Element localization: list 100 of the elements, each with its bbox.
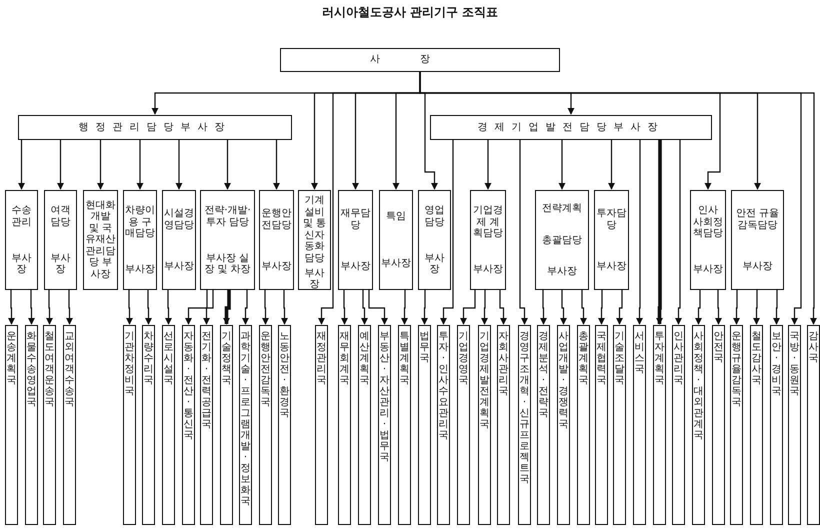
division-name: 기계설비 및 통신자동화 담당 bbox=[302, 195, 328, 264]
department-box bbox=[807, 325, 820, 525]
department-name: 사업개발·경쟁력국 bbox=[558, 331, 568, 430]
department-box bbox=[200, 325, 213, 525]
division-name: 시설경영담당 bbox=[164, 208, 194, 231]
department-name: 과학기술·프로그램개발·정보화국 bbox=[240, 331, 250, 507]
connector-arrow bbox=[656, 140, 663, 325]
chart-title: 러시아철도공사 관리기구 조직표 bbox=[320, 4, 500, 21]
connector-arrow bbox=[773, 290, 780, 325]
department-box bbox=[457, 325, 470, 525]
department-box bbox=[788, 325, 801, 525]
division-name: 투자담당 bbox=[596, 208, 627, 231]
division-box bbox=[5, 190, 38, 290]
connector-arrow bbox=[8, 290, 15, 325]
connector-arrow bbox=[185, 290, 208, 325]
position-title: 부사장 실장 및 차장 bbox=[203, 252, 252, 275]
connector-arrow bbox=[560, 290, 567, 325]
department-box bbox=[63, 325, 76, 525]
department-name: 투자계획국 bbox=[654, 331, 664, 386]
box-title: 경제기업발전담당부사장 bbox=[478, 122, 664, 134]
department-box bbox=[358, 325, 371, 525]
division-name: 수송관리 bbox=[10, 205, 32, 228]
department-box bbox=[537, 325, 550, 525]
division-box bbox=[379, 190, 413, 290]
department-name: 투자·인사수요관리국 bbox=[438, 331, 448, 441]
division-name: 안전 규율감독담당 bbox=[734, 208, 780, 231]
box-title: 사장 bbox=[370, 54, 470, 66]
department-name: 법무국 bbox=[420, 331, 430, 364]
department-name: 안전국 bbox=[714, 331, 724, 364]
division-name: 여객담당 bbox=[50, 205, 72, 228]
department-box bbox=[712, 325, 725, 525]
connector-arrow bbox=[733, 290, 740, 325]
department-name: 인사관리국 bbox=[674, 331, 684, 386]
connector-arrow bbox=[440, 140, 454, 325]
connector-arrow bbox=[341, 290, 348, 325]
department-box bbox=[220, 325, 233, 525]
department-box bbox=[633, 325, 646, 525]
department-box bbox=[518, 325, 531, 525]
department-name: 운행안전감독국 bbox=[260, 331, 270, 408]
connector-arrow bbox=[695, 290, 702, 325]
department-name: 노동안전·환경국 bbox=[280, 331, 290, 419]
position-title: 부사장 bbox=[340, 261, 370, 272]
department-box bbox=[418, 325, 431, 525]
connector-arrow bbox=[753, 290, 760, 325]
department-name: 보안·경비국 bbox=[772, 331, 782, 397]
connector-arrow bbox=[262, 290, 269, 325]
connector-arrow bbox=[460, 290, 476, 325]
division-box bbox=[338, 190, 373, 290]
division-name: 운행안전담당 bbox=[261, 208, 292, 231]
division-box bbox=[690, 190, 726, 290]
position-title: 부사장 bbox=[424, 252, 446, 275]
department-box bbox=[315, 325, 328, 525]
department-name: 감사국 bbox=[808, 331, 818, 364]
connector-arrow bbox=[18, 140, 25, 190]
department-box bbox=[378, 325, 391, 525]
department-box bbox=[672, 325, 685, 525]
department-box bbox=[338, 325, 351, 525]
division-box bbox=[162, 190, 196, 290]
connector-arrow bbox=[136, 140, 144, 190]
department-box bbox=[5, 325, 18, 525]
connector-arrow bbox=[540, 290, 547, 325]
department-name: 예산계획국 bbox=[360, 331, 370, 386]
department-box bbox=[613, 325, 626, 525]
department-name: 부동산·자산관리·법무국 bbox=[380, 331, 390, 463]
division-box bbox=[535, 190, 589, 290]
vice-president-box bbox=[430, 115, 712, 140]
department-name: 기술조달국 bbox=[614, 331, 624, 386]
department-name: 선로시설국 bbox=[164, 331, 174, 386]
department-name: 기업경영국 bbox=[458, 331, 468, 386]
division-name: 기업경제 계획담당 bbox=[472, 205, 504, 240]
department-name: 서비스국 bbox=[634, 331, 644, 375]
department-name: 국방·동원국 bbox=[790, 331, 800, 397]
department-name: 교외여객수송국 bbox=[64, 331, 74, 408]
department-name: 철도감사국 bbox=[752, 331, 762, 386]
department-name: 화물수송영업국 bbox=[26, 331, 36, 408]
connector-arrow bbox=[616, 290, 623, 325]
connector-arrow bbox=[203, 290, 214, 325]
department-name: 철도여객운송국 bbox=[44, 331, 54, 408]
department-box bbox=[730, 325, 743, 525]
department-box bbox=[25, 325, 38, 525]
connector-arrow bbox=[28, 290, 35, 325]
division-name: 인사 사회정책담당 bbox=[692, 205, 724, 240]
department-box bbox=[437, 325, 450, 525]
connector-arrow bbox=[608, 140, 615, 190]
connector-arrow bbox=[57, 140, 64, 190]
department-name: 특별계획국 bbox=[400, 331, 410, 386]
connector-arrow bbox=[715, 290, 722, 325]
connector-arrow bbox=[421, 290, 428, 325]
department-name: 재정관리국 bbox=[316, 331, 326, 386]
department-box bbox=[43, 325, 56, 525]
division-box bbox=[594, 190, 629, 290]
department-box bbox=[278, 325, 291, 525]
department-box bbox=[692, 325, 705, 525]
department-name: 경영구조개혁·신규프로젝트국 bbox=[520, 331, 530, 485]
connector-arrow bbox=[97, 140, 104, 190]
department-name: 운송계획국 bbox=[6, 331, 16, 386]
position-title: 총괄담당 bbox=[542, 234, 582, 246]
division-name: 현대화개발 및 국유재산 관리담당 부사장 bbox=[85, 200, 116, 280]
position-title: 부사장 bbox=[304, 268, 326, 290]
division-box bbox=[470, 190, 506, 290]
